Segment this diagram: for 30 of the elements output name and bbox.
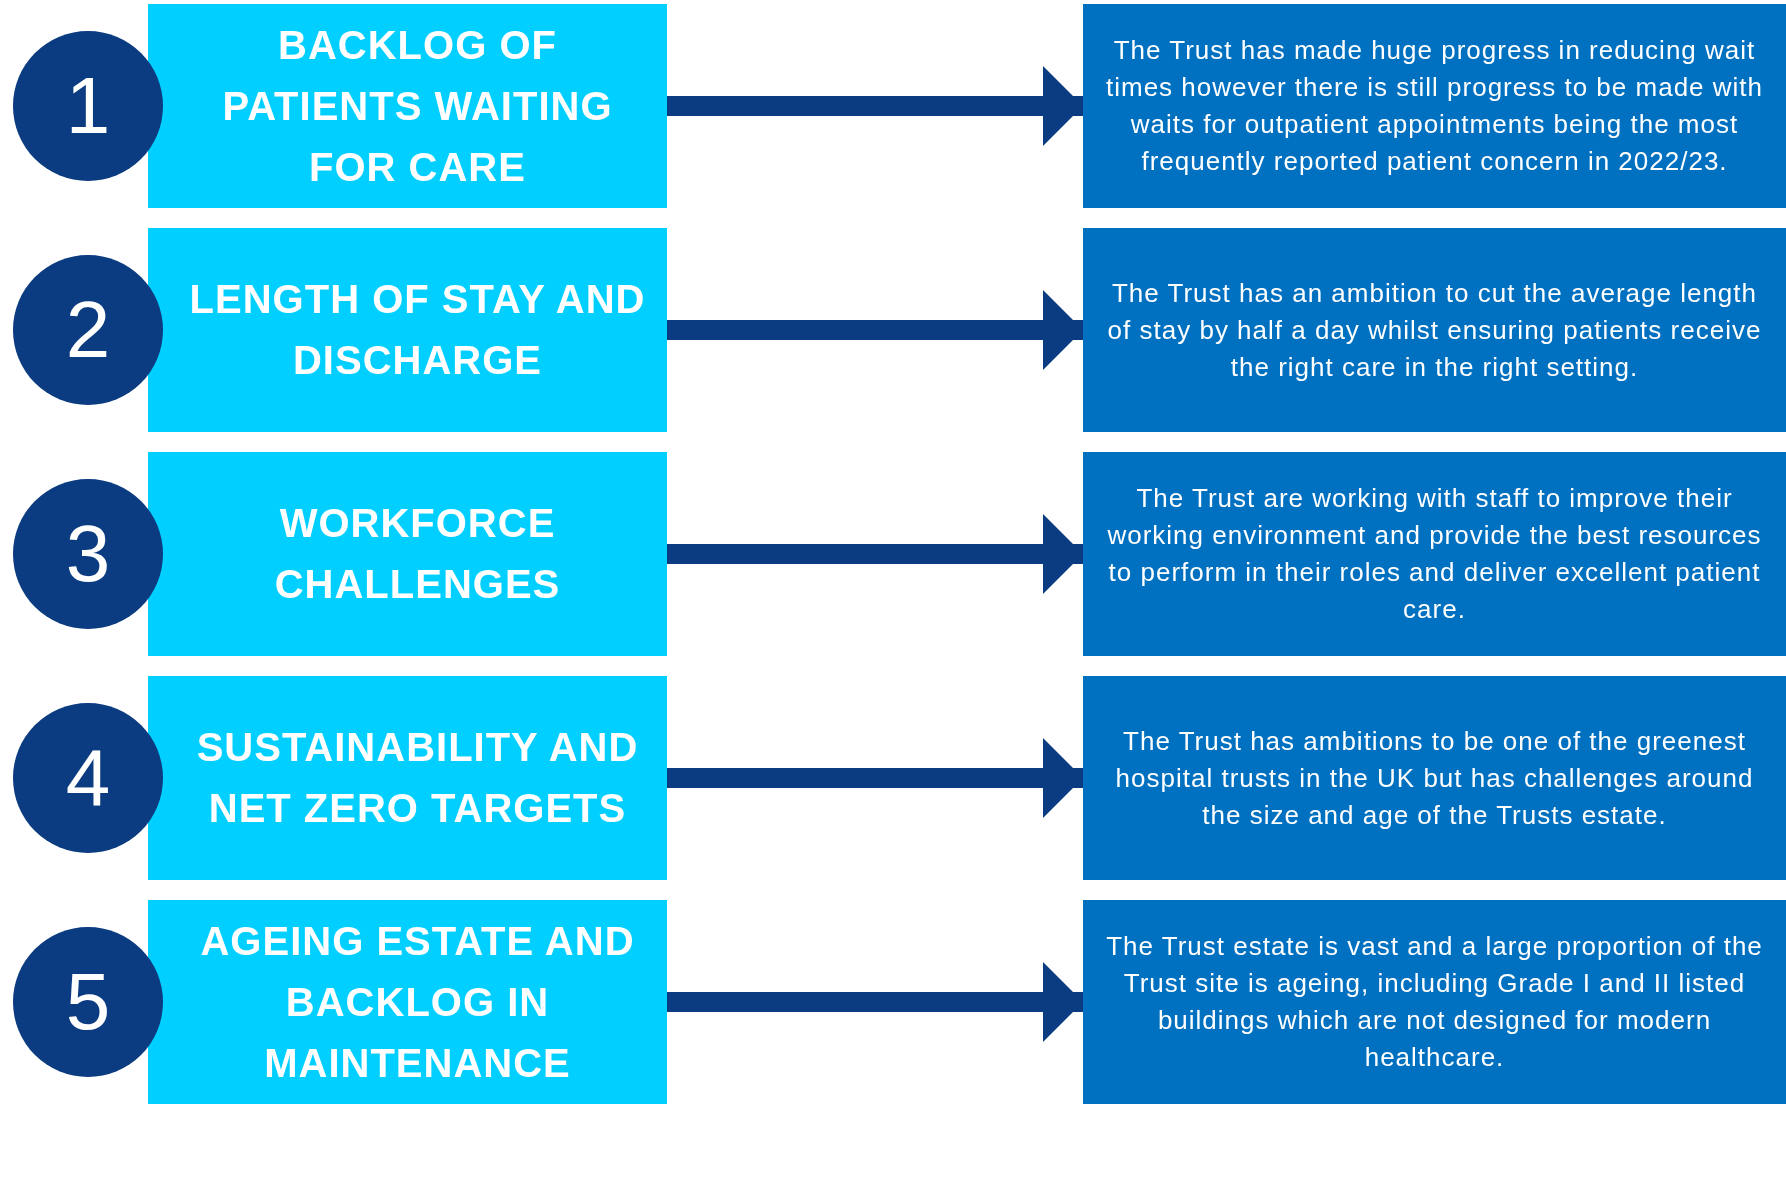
description-text: The Trust are working with staff to improve their working environment and provide the best resources to perform in their roles and deliver excellent patient care. bbox=[1106, 482, 1763, 626]
challenge-title: LENGTH OF STAY AND DISCHARGE bbox=[188, 276, 647, 384]
description-box bbox=[1083, 676, 1786, 880]
description-box bbox=[1083, 900, 1786, 1104]
challenge-box bbox=[148, 452, 667, 656]
challenge-title: WORKFORCE CHALLENGES bbox=[273, 500, 562, 608]
description-text: The Trust has ambitions to be one of the greenest hospital trusts in the UK but has challenges around the size and age of the Trusts estate. bbox=[1114, 724, 1755, 832]
description-box bbox=[1083, 452, 1786, 656]
description-box bbox=[1083, 228, 1786, 432]
step-number: 2 bbox=[65, 290, 111, 370]
description-text: The Trust has made huge progress in reducing wait times however there is still progress to be made with waits for outpatient appointments being the most frequently reported patient concern in 2022/23. bbox=[1105, 34, 1764, 178]
challenge-box bbox=[148, 676, 667, 880]
description-text: The Trust estate is vast and a large proportion of the Trust site is ageing, including Grade I and II listed buildings which are not designed for modern healthcare. bbox=[1105, 930, 1764, 1074]
arrow bbox=[667, 290, 1083, 370]
challenge-title: AGEING ESTATE AND BACKLOG IN MAINTENANCE bbox=[199, 917, 636, 1087]
arrow bbox=[667, 738, 1083, 818]
challenge-title: BACKLOG OF PATIENTS WAITING FOR CARE bbox=[221, 21, 614, 191]
description-text: The Trust has an ambition to cut the average length of stay by half a day whilst ensuring patients receive the right care in the right setting. bbox=[1106, 276, 1763, 384]
description-box bbox=[1083, 4, 1786, 208]
challenge-box bbox=[148, 4, 667, 208]
step-number: 1 bbox=[65, 66, 111, 146]
step-number: 4 bbox=[65, 738, 111, 818]
arrow bbox=[667, 962, 1083, 1042]
step-number: 3 bbox=[65, 514, 111, 594]
arrow bbox=[667, 514, 1083, 594]
arrow bbox=[667, 66, 1083, 146]
challenge-title: SUSTAINABILITY AND NET ZERO TARGETS bbox=[195, 724, 640, 832]
step-number: 5 bbox=[65, 962, 111, 1042]
challenge-box bbox=[148, 228, 667, 432]
challenge-box bbox=[148, 900, 667, 1104]
